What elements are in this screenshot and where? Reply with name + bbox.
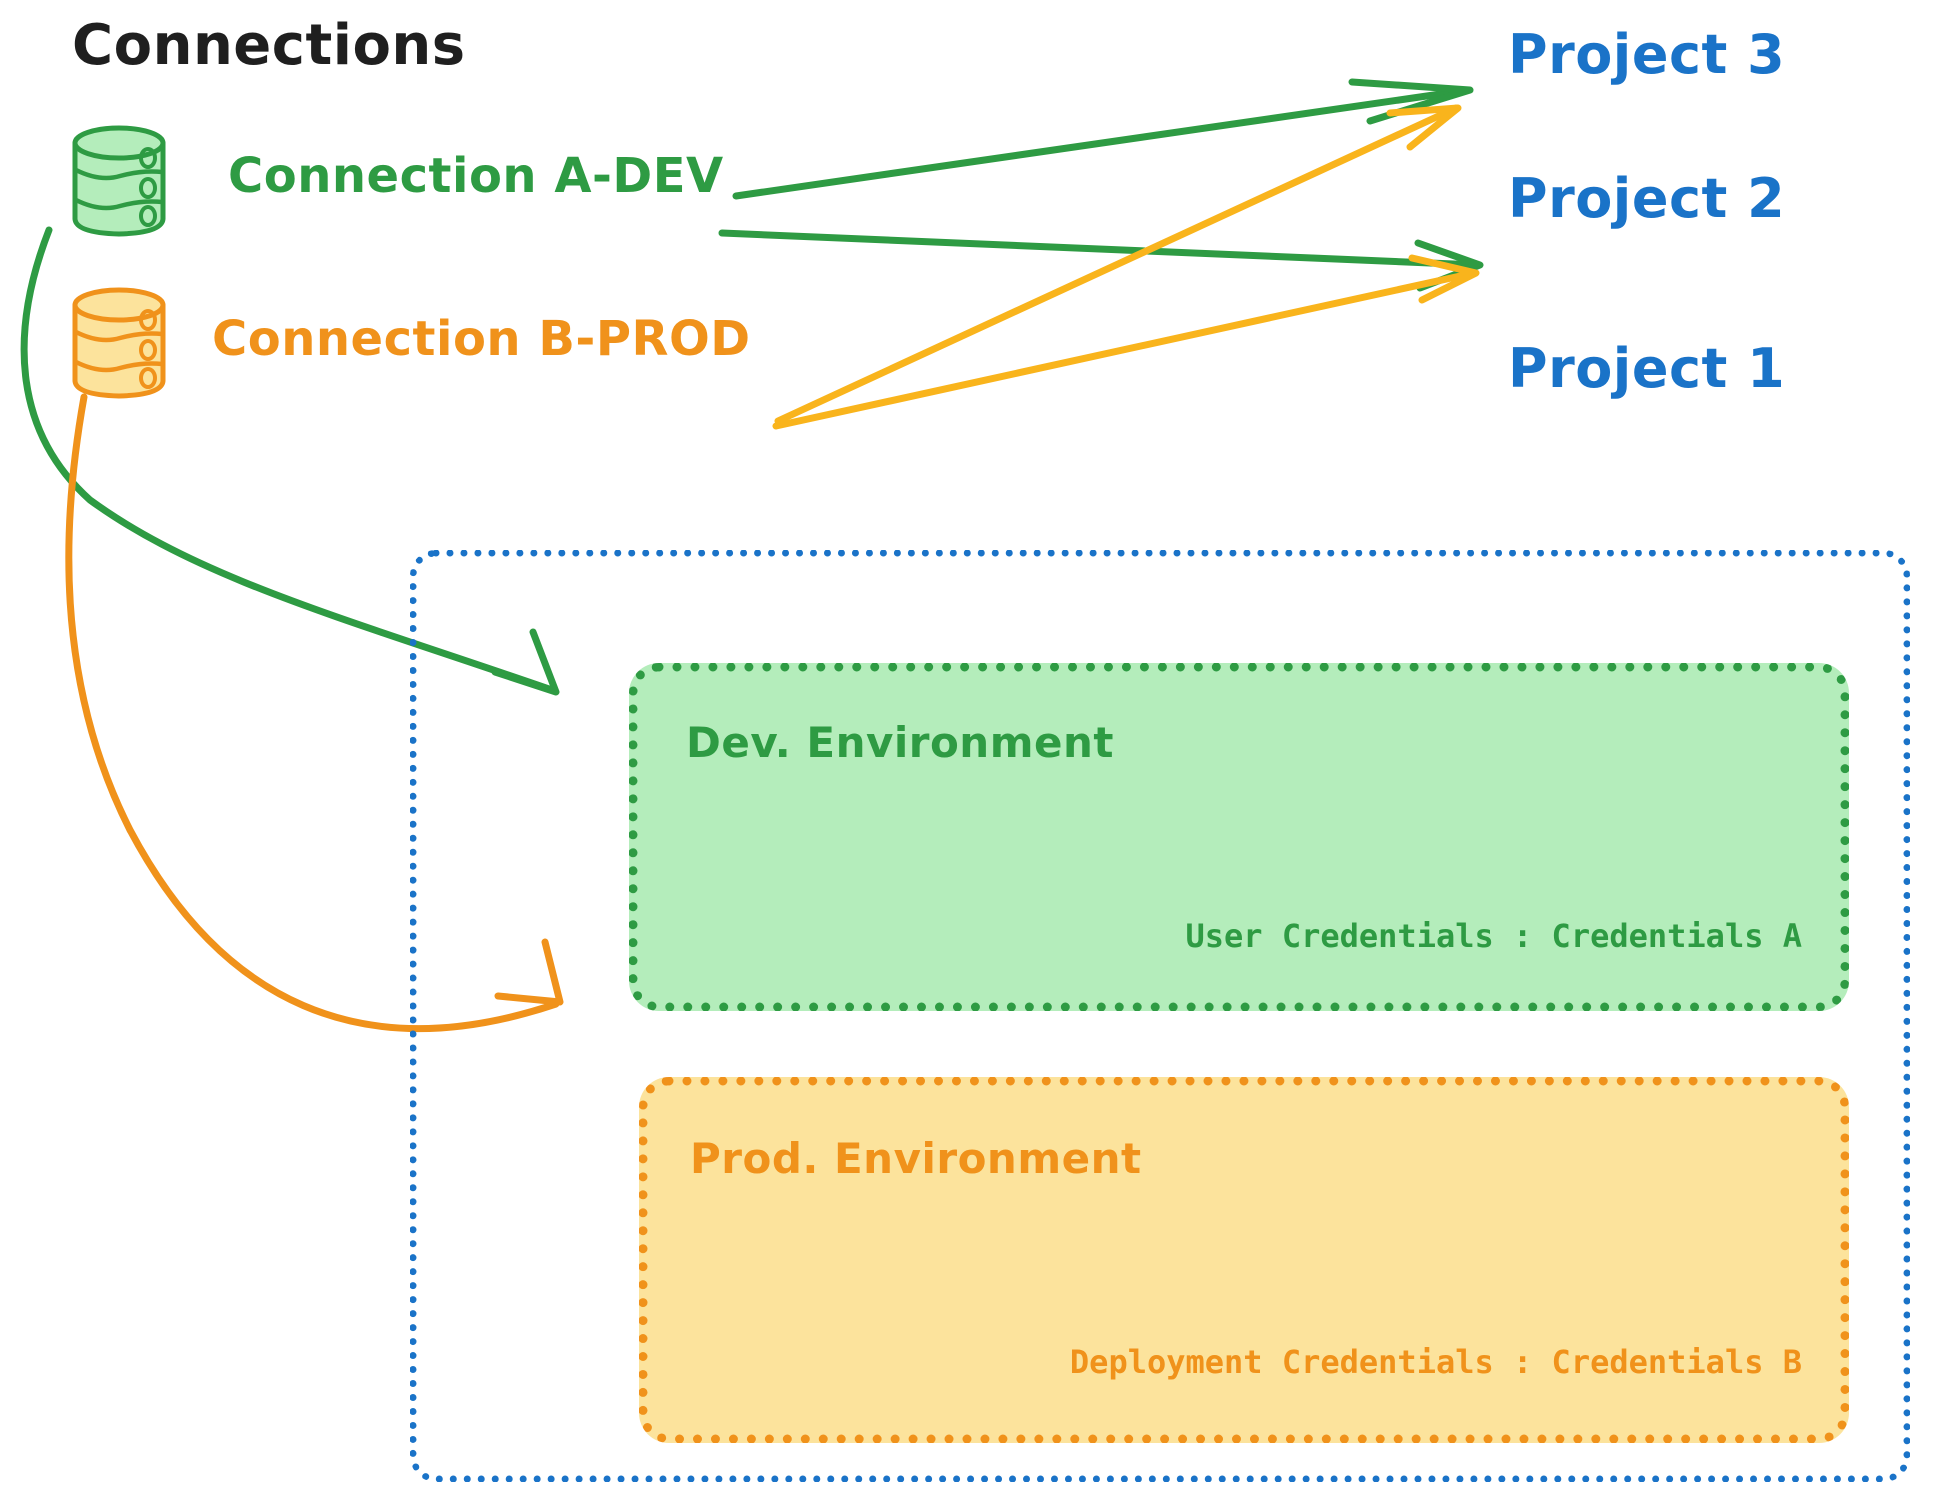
connection-label-a-dev[interactable]: Connection A-DEV: [228, 148, 724, 204]
database-cylinder-icon-green[interactable]: [72, 125, 166, 237]
dev-environment-title: Dev. Environment: [686, 718, 1114, 767]
database-cylinder-icon-orange[interactable]: [72, 287, 166, 399]
dev-environment-credentials: User Credentials : Credentials A: [1185, 917, 1803, 955]
edge-conn-a-to-dev-environment: [20, 226, 560, 696]
dev-environment-box[interactable]: Dev. Environment User Credentials : Cred…: [629, 663, 1849, 1011]
edge-conn-a-to-project-3: [732, 78, 1474, 200]
prod-environment-credentials: Deployment Credentials : Credentials B: [1069, 1343, 1802, 1381]
page-title: Connections: [72, 13, 466, 78]
project-label-1[interactable]: Project 1: [1508, 337, 1786, 400]
connection-label-b-prod[interactable]: Connection B-PROD: [212, 311, 751, 367]
edge-conn-b-to-project-2: [772, 254, 1480, 430]
edge-conn-b-to-prod-environment: [65, 393, 564, 1033]
edge-conn-b-to-project-3: [774, 104, 1462, 425]
project-label-2[interactable]: Project 2: [1508, 167, 1786, 230]
project1-container: Dev. Environment User Credentials : Cred…: [410, 550, 1910, 1482]
prod-environment-box[interactable]: Prod. Environment Deployment Credentials…: [639, 1077, 1849, 1443]
edge-conn-a-to-project-2: [718, 229, 1484, 292]
prod-environment-title: Prod. Environment: [690, 1134, 1142, 1183]
project-label-3[interactable]: Project 3: [1508, 23, 1786, 86]
